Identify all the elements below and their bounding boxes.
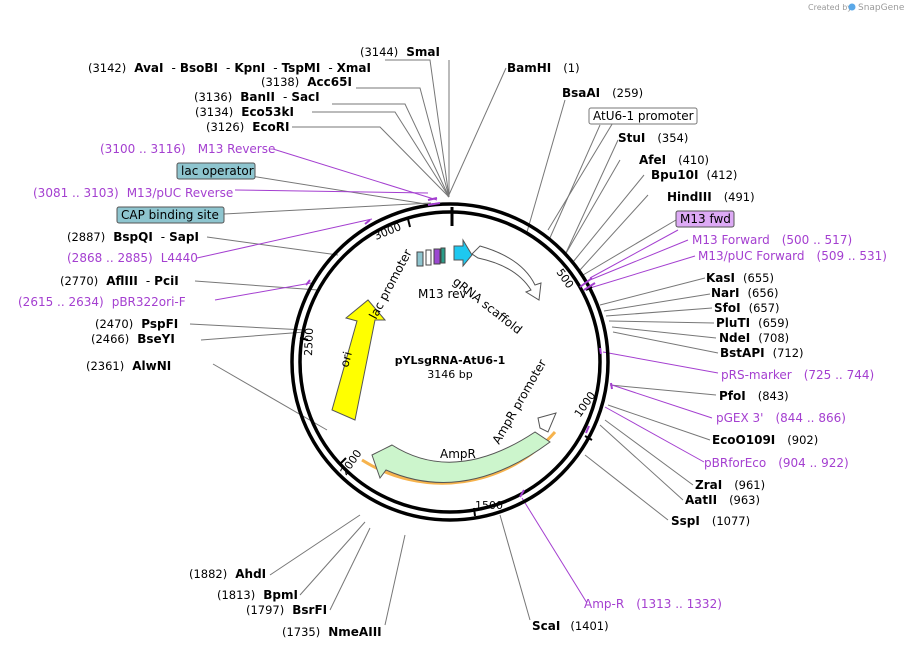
primer-label: pRS-marker(725 .. 744) [721,368,874,382]
site-label: BamHI(1) [507,61,580,75]
site-label: (1735)NmeAIII [282,625,382,639]
boxed-cap-site: CAP binding site [116,206,225,224]
grna-scaffold-label: gRNA scaffold [450,274,525,337]
site-label: (3144)SmaI [360,45,440,59]
plasmid-name: pYLsgRNA-AtU6-1 [395,354,506,367]
lac-operator-label: lac operator [181,164,254,178]
site-label: NdeI(708) [719,331,789,345]
site-label: StuI(354) [618,131,688,145]
site-leader-lines [189,59,719,626]
ampr-promoter-label: AmpR promoter [489,357,549,447]
credit-brand: SnapGene [858,3,905,13]
credit-prefix: Created by [808,3,852,12]
primer-leader-lines [196,148,719,604]
site-label: AfeI(410) [639,153,709,167]
site-labels-right: ScaI(1401) BamHI(1) BsaAI(259) StuI(354)… [507,61,818,633]
site-label: (1882)AhdI [189,567,266,581]
site-label: (3134)Eco53kI [195,105,294,119]
feature-ampr: AmpR [361,431,557,485]
boxed-m13fwd: M13 fwd [675,210,735,228]
m13-fwd-label: M13 fwd [680,212,731,226]
tick-label: 500 [554,266,577,291]
primer-labels: (3100 .. 3116)M13 Reverse (3081 .. 3103)… [18,142,887,611]
boxed-atu6: AtU6-1 promoter [588,107,698,125]
site-label: AatII(963) [685,493,760,507]
atu6-promoter-label: AtU6-1 promoter [593,109,694,123]
site-label: KasI(655) [706,271,774,285]
site-label: (2361)AlwNI [86,359,171,373]
site-label: (2770)AflIII-PciI [60,274,179,288]
boxed-lac-operator: lac operator [176,162,256,180]
primer-label: pBRforEco(904 .. 922) [704,456,849,470]
feature-ampr-promoter: AmpR promoter [489,357,557,447]
site-label: (3136)BanII-SacI [194,90,320,104]
primer-label: M13 Forward(500 .. 517) [692,233,852,247]
snapgene-credit: Created by SnapGene [808,3,905,13]
ori-label: ori [337,350,355,369]
feature-ori: ori [331,299,387,421]
site-label: (3138)Acc65I [261,75,352,89]
tick-label: 2500 [302,328,316,356]
site-label: (3142)AvaI-BsoBI-KpnI-TspMI-XmaI [88,61,371,75]
site-label: SfoI(657) [714,301,780,315]
m13-rev-label: M13 rev [418,287,467,301]
primer-label: (3100 .. 3116)M13 Reverse [100,142,275,156]
snapgene-logo-icon [848,3,856,11]
primer-label: pGEX 3'(844 .. 866) [716,411,846,425]
site-label: PfoI(843) [719,389,789,403]
site-label: Bpu10I(412) [651,168,737,182]
site-label: HindIII(491) [667,190,755,204]
site-label: NarI(656) [711,286,778,300]
plasmid-backbone [290,202,610,522]
primer-label: (2868 .. 2885)L4440 [67,251,198,265]
site-label: ZraI(961) [695,478,765,492]
site-label: PluTI(659) [716,316,789,330]
site-label: ScaI(1401) [532,619,609,633]
tick-marks [299,218,593,517]
site-label: (1797)BsrFI [246,603,327,617]
site-label: (2470)PspFI [95,317,178,331]
site-label: (2887)BspQI-SapI [67,230,199,244]
ampr-label: AmpR [440,447,476,461]
plasmid-length: 3146 bp [427,368,472,381]
primer-label: (3081 .. 3103)M13/pUC Reverse [33,186,233,200]
site-label: BsaAI(259) [562,86,643,100]
feature-atu6-promoter [453,238,473,268]
tick-label: 1500 [475,499,503,512]
site-label: (3126)EcoRI [206,120,290,134]
site-label: EcoO109I(902) [712,433,818,447]
primer-label: Amp-R(1313 .. 1332) [584,597,722,611]
primer-label: M13/pUC Forward(509 .. 531) [698,249,887,263]
site-label: SspI(1077) [671,514,750,528]
primer-marks [305,197,613,498]
site-label: (1813)BpmI [217,588,298,602]
site-label: (2466)BseYI [91,332,175,346]
primer-label: (2615 .. 2634)pBR322ori-F [18,295,186,309]
site-labels-left: (3144)SmaI (3142)AvaI-BsoBI-KpnI-TspMI-X… [60,45,440,639]
site-label: BstAPI(712) [720,346,804,360]
cap-binding-site-label: CAP binding site [121,208,219,222]
lac-promoter-label: lac promoter [366,247,414,321]
